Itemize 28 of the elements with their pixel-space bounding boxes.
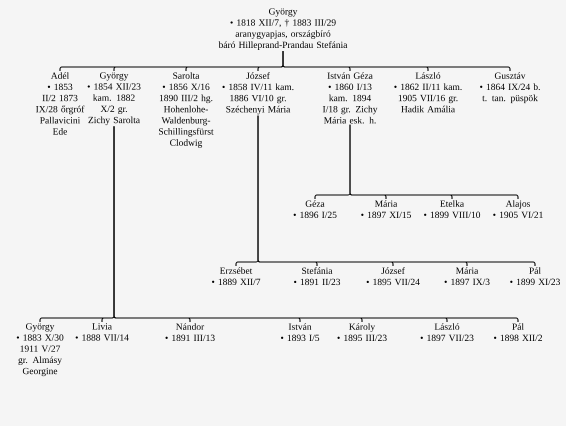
person-entry: István Géza • 1860 I/13 kam. 1894 I/18 gr. Zichy Mária esk. h. bbox=[322, 72, 378, 124]
family-line bbox=[257, 116, 536, 266]
person-entry: István • 1893 I/5 bbox=[281, 323, 320, 342]
person-entry: József • 1858 IV/11 kam. 1886 VI/10 gr. Széchenyi Mária bbox=[222, 72, 294, 114]
person-entry: Nándor • 1891 III/13 bbox=[165, 323, 215, 342]
person-entry: György • 1854 XII/23 kam. 1882 X/2 gr. Zichy Sarolta bbox=[88, 72, 141, 126]
person-entry: Erzsébet • 1889 XII/7 bbox=[212, 267, 260, 286]
person-entry: Alajos • 1905 VI/21 bbox=[493, 200, 543, 218]
person-entry: Livia • 1888 VII/14 bbox=[76, 323, 129, 341]
person-entry: Mária • 1897 IX/3 bbox=[444, 267, 490, 286]
person-entry: Stefánia • 1891 II/23 bbox=[294, 267, 340, 286]
person-entry: József • 1895 VII/24 bbox=[366, 267, 420, 286]
family-line bbox=[282, 51, 511, 72]
person-entry: Etelka • 1899 VIII/10 bbox=[424, 200, 480, 218]
person-entry: György • 1883 X/30 1911 V/27 gr. Almásy Georgine bbox=[16, 323, 64, 376]
person-entry: Sarolta • 1856 X/16 1890 III/2 hg. Hohenlohe-Waldenburg-Schillingsfürst Clodwig bbox=[159, 72, 214, 148]
person-entry: Pál • 1898 XII/2 bbox=[494, 323, 542, 342]
person-entry: Pál • 1899 XI/23 bbox=[510, 267, 560, 286]
family-line bbox=[349, 124, 519, 200]
family-line bbox=[113, 126, 519, 322]
person-entry: László • 1897 VII/23 bbox=[420, 323, 474, 342]
person-entry: Mária • 1897 XI/15 bbox=[361, 200, 411, 218]
person-entry: Gusztáv • 1864 IX/24 b. t. tan. püspök bbox=[480, 72, 540, 104]
person-entry: Adél • 1853 II/2 1873 IX/28 őrgróf Pallavicini Ede bbox=[36, 72, 84, 135]
person-entry: László • 1862 II/11 kam. 1905 VII/16 gr. Hadik Amália bbox=[394, 72, 462, 112]
person-entry: Károly • 1895 III/23 bbox=[337, 323, 387, 342]
person-entry: György • 1818 XII/7, † 1883 III/29 aranygyapjas, országbíró báró Hilleprand-Prandau Stefánia bbox=[218, 8, 348, 50]
person-entry: Géza • 1896 I/25 bbox=[294, 200, 337, 218]
